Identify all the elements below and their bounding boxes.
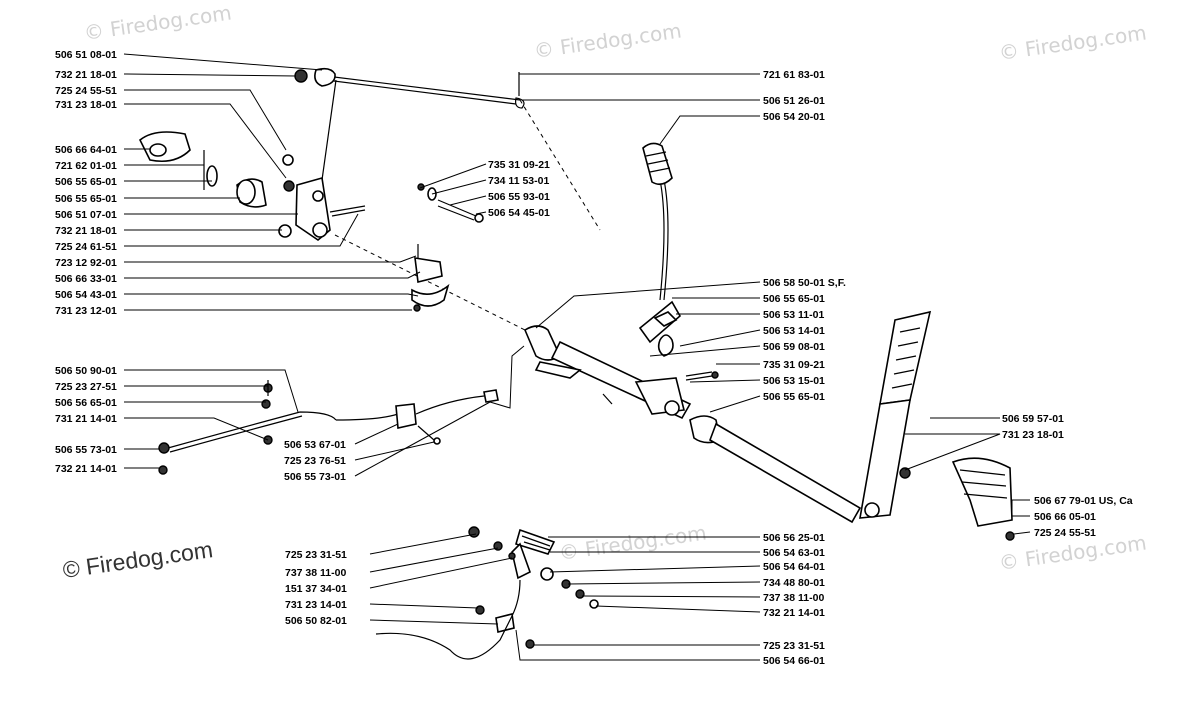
- label-731-23-18-01-a: 731 23 18-01: [55, 99, 117, 111]
- label-506-58-50-01: 506 58 50-01 S,F.: [763, 277, 846, 289]
- label-506-51-07-01: 506 51 07-01: [55, 209, 117, 221]
- label-725-24-55-51-b: 725 24 55-51: [1034, 527, 1096, 539]
- part-labels: 506 51 08-01 732 21 18-01 725 24 55-51 7…: [55, 49, 1133, 667]
- guard-plate: [951, 457, 1013, 527]
- label-506-66-64-01: 506 66 64-01: [55, 144, 117, 156]
- label-725-24-61-51: 725 24 61-51: [55, 241, 117, 253]
- rod-end-fitting: [314, 67, 336, 87]
- lever-knob: [642, 142, 673, 186]
- parts-drawing: [138, 67, 1015, 660]
- pedal-arm: [511, 542, 531, 580]
- cotter-pin: [657, 334, 674, 357]
- label-732-21-14-01-a: 732 21 14-01: [55, 463, 117, 475]
- label-506-54-20-01: 506 54 20-01: [763, 111, 825, 123]
- label-731-23-18-01-b: 731 23 18-01: [1002, 429, 1064, 441]
- cable-left: [167, 411, 337, 449]
- label-506-66-05-01: 506 66 05-01: [1034, 511, 1096, 523]
- handle-arm: [859, 399, 911, 519]
- watermark-1: © Firedog.com: [82, 0, 233, 44]
- label-506-54-45-01: 506 54 45-01: [488, 207, 550, 219]
- label-735-31-09-21-a: 735 31 09-21: [488, 159, 550, 171]
- watermark-bold: © Firedog.com: [61, 536, 214, 583]
- label-506-50-82-01: 506 50 82-01: [285, 615, 347, 627]
- washer-left: [206, 165, 218, 187]
- label-506-51-08-01: 506 51 08-01: [55, 49, 117, 61]
- shaft-tab: [534, 361, 582, 379]
- label-725-23-76-51: 725 23 76-51: [284, 455, 346, 467]
- shaft-extension: [709, 422, 862, 524]
- label-721-61-83-01: 721 61 83-01: [763, 69, 825, 81]
- label-506-53-14-01: 506 53 14-01: [763, 325, 825, 337]
- label-506-54-63-01: 506 54 63-01: [763, 547, 825, 559]
- label-506-53-15-01: 506 53 15-01: [763, 375, 825, 387]
- rod-bend-end: [515, 97, 525, 109]
- label-731-23-12-01: 731 23 12-01: [55, 305, 117, 317]
- cable-bottom: [375, 615, 513, 660]
- label-737-38-11-00-a: 737 38 11-00: [285, 567, 346, 579]
- label-506-55-65-01-c: 506 55 65-01: [763, 293, 825, 305]
- label-506-67-79-01: 506 67 79-01 US, Ca: [1034, 495, 1133, 507]
- label-734-11-53-01: 734 11 53-01: [488, 175, 549, 187]
- label-506-53-67-01: 506 53 67-01: [284, 439, 346, 451]
- label-734-48-80-01: 734 48 80-01: [763, 577, 825, 589]
- label-506-55-93-01: 506 55 93-01: [488, 191, 550, 203]
- label-506-50-90-01: 506 50 90-01: [55, 365, 117, 377]
- top-rod: [317, 74, 521, 101]
- nut-top: [294, 69, 308, 83]
- label-732-21-18-01-b: 732 21 18-01: [55, 225, 117, 237]
- lever-rod: [659, 179, 665, 301]
- label-732-21-14-01-b: 732 21 14-01: [763, 607, 825, 619]
- label-506-51-26-01: 506 51 26-01: [763, 95, 825, 107]
- label-506-53-11-01: 506 53 11-01: [763, 309, 824, 321]
- leader-lines: [123, 53, 1031, 661]
- label-723-12-92-01: 723 12 92-01: [55, 257, 117, 269]
- clip-upper: [414, 257, 443, 283]
- label-506-54-43-01: 506 54 43-01: [55, 289, 117, 301]
- label-725-24-55-51-a: 725 24 55-51: [55, 85, 117, 97]
- watermark-4: © Firedog.com: [557, 520, 708, 564]
- label-506-59-57-01: 506 59 57-01: [1002, 413, 1064, 425]
- label-725-23-27-51: 725 23 27-51: [55, 381, 117, 393]
- label-506-59-08-01: 506 59 08-01: [763, 341, 825, 353]
- label-506-54-66-01: 506 54 66-01: [763, 655, 825, 667]
- cable-clamp: [395, 403, 417, 429]
- assembly-axis-1: [334, 234, 526, 331]
- label-506-55-73-01-b: 506 55 73-01: [284, 471, 346, 483]
- label-721-62-01-01: 721 62 01-01: [55, 160, 117, 172]
- label-506-66-33-01: 506 66 33-01: [55, 273, 117, 285]
- label-731-23-14-01: 731 23 14-01: [285, 599, 347, 611]
- label-506-56-25-01: 506 56 25-01: [763, 532, 825, 544]
- label-731-21-14-01: 731 21 14-01: [55, 413, 117, 425]
- label-506-54-64-01: 506 54 64-01: [763, 561, 825, 573]
- cable-clip-bottom: [495, 613, 515, 633]
- watermark-3: © Firedog.com: [997, 20, 1148, 64]
- label-506-55-65-01-b: 506 55 65-01: [55, 193, 117, 205]
- label-737-38-11-00-b: 737 38 11-00: [763, 592, 824, 604]
- label-506-55-65-01-d: 506 55 65-01: [763, 391, 825, 403]
- label-151-37-34-01: 151 37 34-01: [285, 583, 347, 595]
- label-725-23-31-51-b: 725 23 31-51: [763, 640, 825, 652]
- label-732-21-18-01-a: 732 21 18-01: [55, 69, 117, 81]
- label-506-55-73-01-a: 506 55 73-01: [55, 444, 117, 456]
- label-506-55-65-01-a: 506 55 65-01: [55, 176, 117, 188]
- label-735-31-09-21-b: 735 31 09-21: [763, 359, 825, 371]
- handle-pivot: [864, 502, 880, 518]
- label-506-56-65-01: 506 56 65-01: [55, 397, 117, 409]
- watermark-2: © Firedog.com: [532, 18, 683, 62]
- label-725-23-31-51-a: 725 23 31-51: [285, 549, 347, 561]
- clip-lower: [411, 283, 450, 307]
